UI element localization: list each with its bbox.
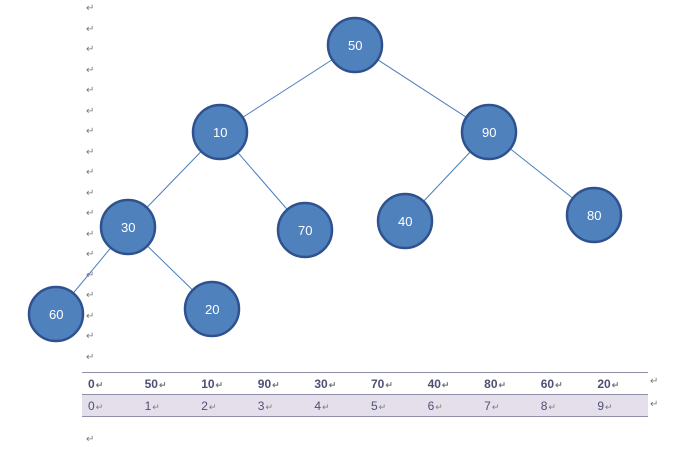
node-label: 30 xyxy=(121,220,135,235)
node-label: 90 xyxy=(482,125,496,140)
paragraph-mark: ↵ xyxy=(86,146,95,158)
table-cell: 5 xyxy=(364,394,422,417)
table-cell: 8 xyxy=(534,394,592,417)
paragraph-mark: ↵ xyxy=(86,351,95,363)
node-label: 70 xyxy=(298,223,312,238)
table-cell: 90 xyxy=(251,372,309,395)
paragraph-mark: ↵ xyxy=(86,187,95,199)
table-cell: 50 xyxy=(138,372,196,395)
row-end-mark: ↵ xyxy=(650,399,659,410)
table-cell: 7 xyxy=(478,394,535,417)
paragraph-mark: ↵ xyxy=(86,208,95,219)
tree-node: 70 xyxy=(276,201,334,259)
tree-node: 10 xyxy=(191,103,249,161)
paragraph-mark: ↵ xyxy=(86,249,95,260)
node-label: 80 xyxy=(587,208,601,223)
table-cell: 4 xyxy=(308,394,365,417)
tree-nodes: 50 10 90 30 70 40 80 60 20 xyxy=(27,16,623,343)
table-cell: 80 xyxy=(478,372,535,395)
node-label: 10 xyxy=(213,125,227,140)
table-cell: 2 xyxy=(195,394,252,417)
table-cell: 0 xyxy=(82,372,139,395)
paragraph-mark: ↵ xyxy=(86,105,95,117)
paragraph-mark: ↵ xyxy=(86,3,95,14)
row-end-mark: ↵ xyxy=(650,376,659,387)
tree-node: 40 xyxy=(376,192,434,250)
paragraph-mark: ↵ xyxy=(86,64,95,76)
paragraph-mark: ↵ xyxy=(86,85,95,96)
paragraph-mark: ↵ xyxy=(86,310,95,322)
table-cell: 40 xyxy=(421,372,479,395)
array-table: 0 50 10 90 30 70 40 80 60 20 0 1 2 3 4 5… xyxy=(82,372,648,417)
table-cell: 3 xyxy=(251,394,309,417)
tree-node: 30 xyxy=(99,198,157,256)
node-label: 40 xyxy=(398,214,412,229)
binary-tree-diagram: 50 10 90 30 70 40 80 60 20 xyxy=(27,16,623,343)
tree-node: 90 xyxy=(460,103,518,161)
table-cell: 10 xyxy=(195,372,252,395)
table-cell: 6 xyxy=(421,394,479,417)
paragraph-mark: ↵ xyxy=(86,126,95,137)
node-label: 20 xyxy=(205,302,219,317)
paragraph-mark: ↵ xyxy=(86,23,95,35)
paragraph-mark: ↵ xyxy=(86,228,95,240)
paragraph-mark: ↵ xyxy=(86,167,95,178)
table-row-values: 0 50 10 90 30 70 40 80 60 20 xyxy=(82,372,648,395)
tree-node: 50 xyxy=(326,16,384,74)
paragraph-mark: ↵ xyxy=(86,290,95,301)
tree-edges xyxy=(55,44,595,315)
paragraph-mark: ↵ xyxy=(86,269,95,281)
node-label: 50 xyxy=(348,38,362,53)
tree-node: 80 xyxy=(565,186,623,244)
table-cell: 30 xyxy=(308,372,365,395)
paragraph-mark: ↵ xyxy=(86,331,95,342)
paragraph-marks: ↵ ↵ ↵ ↵ ↵ ↵ ↵ ↵ ↵ ↵ ↵ ↵ ↵ ↵ ↵ ↵ ↵ ↵ ↵ xyxy=(86,0,100,450)
tree-node: 20 xyxy=(183,280,241,338)
node-label: 60 xyxy=(49,307,63,322)
paragraph-mark: ↵ xyxy=(86,433,95,445)
paragraph-mark: ↵ xyxy=(86,44,95,55)
table-row-indices: 0 1 2 3 4 5 6 7 8 9 xyxy=(82,394,648,417)
tree-node: 60 xyxy=(27,285,85,343)
table-cell: 60 xyxy=(534,372,592,395)
table-cell: 1 xyxy=(138,394,196,417)
table-cell: 0 xyxy=(82,394,139,417)
table-cell: 20 xyxy=(591,372,648,395)
table-cell: 70 xyxy=(364,372,422,395)
table-cell: 9 xyxy=(591,394,648,417)
